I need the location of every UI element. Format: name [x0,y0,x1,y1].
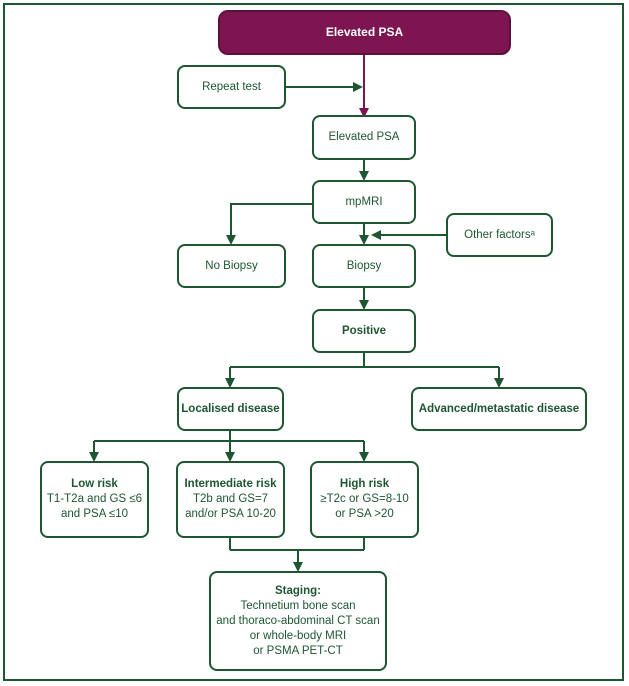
staging-line-1: Technetium bone scan [240,599,356,612]
node-mpmri: mpMRI [312,180,416,224]
staging-title: Staging: [275,584,321,597]
high-risk-title: High risk [339,478,390,490]
node-low-risk: Low risk T1-T2a and GS ≤6 and PSA ≤10 [40,461,149,538]
node-elevated-psa-top-label: Elevated PSA [325,25,404,39]
edge-positive-split [230,353,499,368]
node-advanced-disease: Advanced/metastatic disease [411,387,587,431]
node-positive: Positive [312,309,416,353]
node-high-risk: High risk ≥T2c or GS=8-10 or PSA >20 [310,461,419,538]
node-elevated-psa: Elevated PSA [312,115,416,160]
node-localised-disease: Localised disease [177,387,284,431]
node-other-factors: Other factorsᵃ [446,213,553,257]
node-biopsy-label: Biopsy [346,259,382,272]
node-localised-disease-label: Localised disease [181,402,280,415]
edge-mpmri-to-nobiopsy [226,203,312,245]
edge-localised-split [94,431,364,442]
staging-line-3: or whole-body MRI [249,629,347,642]
intermediate-risk-title: Intermediate risk [184,478,277,490]
node-elevated-psa-top: Elevated PSA [218,10,511,55]
staging-line-2: and thoraco-abdominal CT scan [216,614,380,627]
diagram-frame [3,3,624,681]
node-positive-label: Positive [341,324,387,337]
node-repeat-test: Repeat test [177,65,286,109]
node-no-biopsy: No Biopsy [177,244,286,288]
node-no-biopsy-label: No Biopsy [205,259,258,272]
node-mpmri-label: mpMRI [345,195,383,208]
node-elevated-psa-label: Elevated PSA [328,131,400,143]
staging-line-4: or PSMA PET-CT [253,644,343,657]
node-staging: Staging: Technetium bone scan and thorac… [209,571,387,671]
low-risk-line-1: T1-T2a and GS ≤6 [46,493,143,505]
low-risk-line-2: and PSA ≤10 [60,508,129,520]
intermediate-risk-line-1: T2b and GS=7 [192,493,269,505]
high-risk-line-1: ≥T2c or GS=8-10 [320,493,409,505]
edge-risk-merge [229,538,365,551]
low-risk-title: Low risk [71,478,118,490]
node-other-factors-label: Other factorsᵃ [464,228,535,241]
node-intermediate-risk: Intermediate risk T2b and GS=7 and/or PS… [176,461,285,538]
intermediate-risk-line-2: and/or PSA 10-20 [185,508,276,520]
node-advanced-disease-label: Advanced/metastatic disease [418,402,580,415]
node-biopsy: Biopsy [312,244,416,288]
node-repeat-test-label: Repeat test [202,80,261,93]
high-risk-line-2: or PSA >20 [335,508,394,520]
